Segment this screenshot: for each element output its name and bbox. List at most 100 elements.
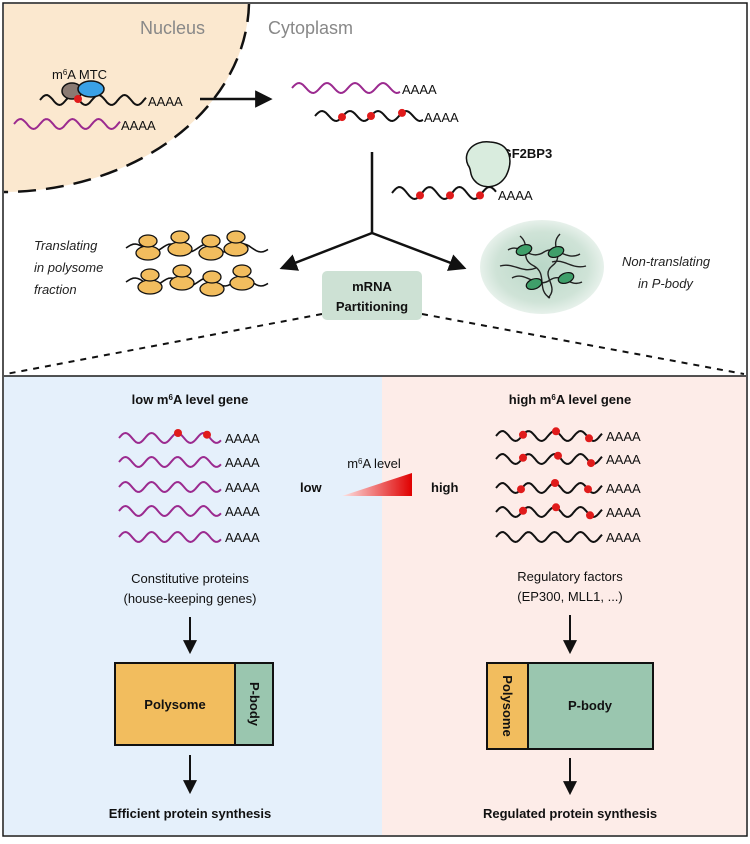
high-box-side-label: Polysome (500, 675, 515, 736)
pbody-protein (557, 271, 575, 285)
partition-box (322, 271, 422, 320)
gradient-caption: m6A level (347, 456, 401, 471)
m6a-dot (584, 485, 592, 494)
cytoplasmic-mrna-magenta (291, 81, 401, 95)
polya-tail: AAAA (225, 480, 260, 495)
pbody-mrna (499, 264, 537, 271)
nucleus-region (4, 4, 249, 192)
m6a-dot (519, 453, 527, 462)
mrna-strand (13, 117, 121, 131)
high-box-main-label: P-body (568, 698, 613, 713)
ribosome-large-subunit (169, 275, 195, 291)
m6a-dot (519, 430, 527, 439)
partition-label-line: mRNA (352, 279, 392, 294)
polya-tail: AAAA (606, 530, 641, 545)
cytoplasm-label: Cytoplasm (268, 18, 353, 38)
reader-label: IGF2BP3 (498, 146, 552, 161)
gradient-low-label: low (300, 480, 323, 495)
m6a-dot (551, 479, 559, 487)
ribosome-large-subunit (198, 245, 224, 261)
pbody-mrna (551, 260, 587, 268)
m6a-dot (476, 191, 484, 200)
polya-tail: AAAA (225, 504, 260, 519)
m6a-dot (517, 485, 525, 494)
m6a-dot (587, 459, 595, 468)
low-polysome-fraction (114, 662, 236, 746)
ribosome-small-subunit (172, 264, 192, 278)
polya-tail: AAAA (225, 431, 260, 446)
pbody-protein (525, 277, 543, 291)
polysome-illustration (125, 230, 269, 297)
zoom-line-left (5, 313, 323, 375)
m6a-dot (552, 503, 560, 512)
m6a-dot (367, 112, 375, 120)
polya-tail: AAAA (225, 455, 260, 470)
polysome-caption-line: fraction (34, 282, 77, 297)
polya-tail: AAAA (148, 94, 183, 109)
high-outcome: Regulated protein synthesis (483, 806, 657, 821)
m6a-dot (74, 95, 82, 103)
ribosome-large-subunit (135, 245, 161, 261)
partition-label-line: Partitioning (336, 299, 408, 314)
polya-tail: AAAA (498, 188, 533, 203)
high-description-line: (EP300, MLL1, ...) (517, 589, 623, 604)
low-panel-background (4, 376, 382, 835)
pbody-caption-line: Non-translating (622, 254, 711, 269)
polya-tail: AAAA (424, 110, 459, 125)
arrow-to-polysome (279, 231, 373, 271)
polysome-caption-line: Translating (34, 238, 98, 253)
low-m6a-mrna-set: AAAA AAAA AAAA AAAA AAAA (118, 429, 260, 545)
low-box-main-label: Polysome (144, 697, 205, 712)
ribosome-large-subunit (223, 241, 249, 257)
polya-tail: AAAA (402, 82, 437, 97)
polya-tail: AAAA (606, 481, 641, 496)
ribosome-small-subunit (232, 264, 252, 278)
m6a-dot (446, 191, 454, 200)
high-panel-background (382, 376, 746, 835)
m6a-level-gradient (342, 473, 412, 496)
ribosome-small-subunit (201, 234, 221, 248)
mrna-strand (495, 429, 603, 443)
ribosome-small-subunit (202, 270, 222, 284)
ribosome-large-subunit (229, 275, 255, 291)
mrna-strand (118, 480, 222, 494)
ribosome-large-subunit (137, 279, 163, 295)
high-pbody-fraction (527, 662, 654, 750)
pbody-contents (499, 233, 587, 299)
polya-tail: AAAA (225, 530, 260, 545)
pbody-mrna (547, 233, 561, 299)
low-description-line: (house-keeping genes) (124, 591, 257, 606)
m6a-dot (585, 434, 593, 443)
igf2bp3-protein (465, 141, 511, 188)
polya-tail: AAAA (606, 505, 641, 520)
reader-bound-mrna (391, 185, 497, 201)
ribosome-large-subunit (199, 281, 225, 297)
mtc-subunit-blue (77, 80, 105, 98)
mrna-strand (118, 530, 222, 544)
m6a-dot (552, 427, 560, 436)
mrna-strand (118, 504, 222, 518)
m6a-dot (203, 430, 211, 439)
ribosome-small-subunit (138, 234, 158, 248)
mrna-strand (39, 93, 147, 107)
mrna-strand (495, 530, 603, 544)
m6a-dot (398, 108, 406, 117)
pbody-protein (515, 243, 533, 257)
low-gene-title: low m6A level gene (132, 392, 249, 407)
polysome-caption-line: in polysome (34, 260, 103, 275)
m6a-dot (416, 191, 424, 200)
ribosome-small-subunit (170, 230, 190, 244)
low-description-line: Constitutive proteins (131, 571, 249, 586)
pbody-caption-line: in P-body (638, 276, 694, 291)
ribosome-large-subunit (167, 241, 193, 257)
polya-tail: AAAA (121, 118, 156, 133)
mrna-strand (291, 81, 401, 95)
low-box-side-label: P-body (247, 682, 262, 727)
nuclear-membrane (3, 3, 251, 194)
high-description-line: Regulatory factors (517, 569, 623, 584)
ribosome-small-subunit (226, 230, 246, 244)
mrna-strand (495, 505, 603, 519)
nucleus-label: Nucleus (140, 18, 205, 38)
